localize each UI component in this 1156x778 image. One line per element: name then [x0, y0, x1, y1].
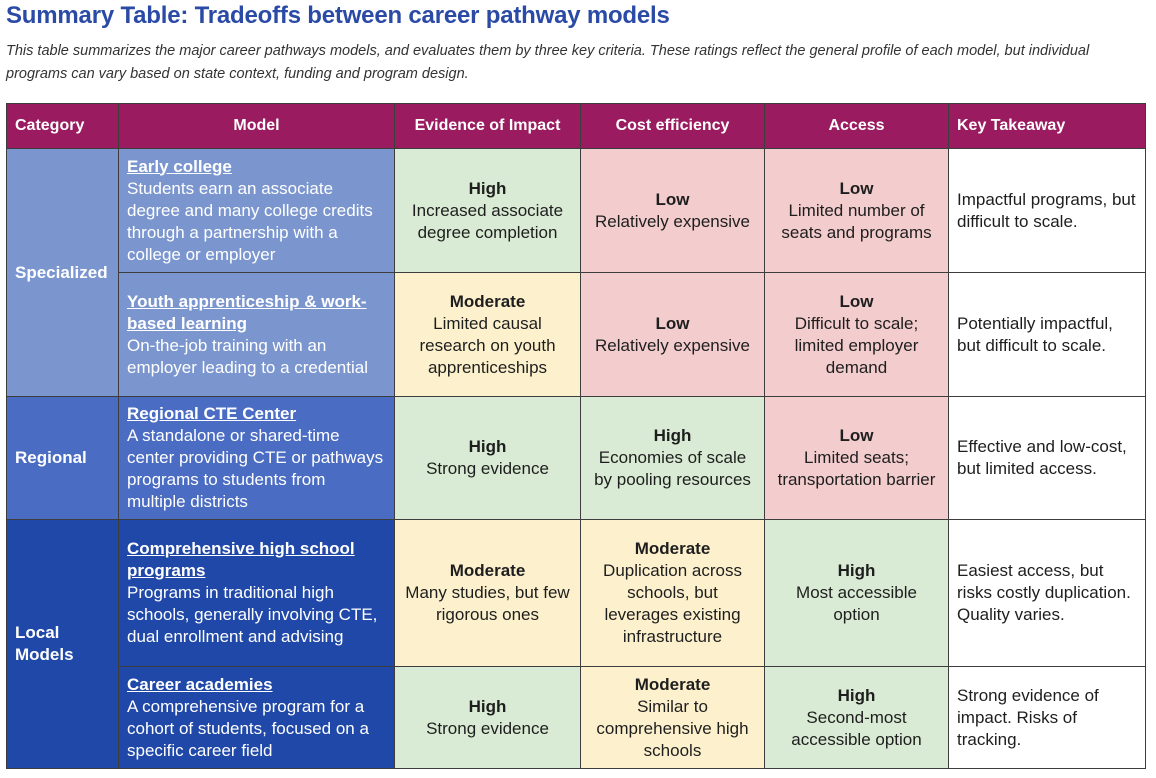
rating-level: Low [655, 313, 690, 333]
summary-table: Category Model Evidence of Impact Cost e… [6, 103, 1146, 769]
table-header-row: Category Model Evidence of Impact Cost e… [6, 103, 1146, 149]
rating-note: Many studies, but few rigorous ones [405, 583, 570, 624]
model-cell: Career academies A comprehensive program… [118, 666, 395, 769]
rating-note: Relatively expensive [595, 335, 750, 355]
impact-cell: Moderate Limited causal research on yout… [394, 272, 581, 397]
cost-cell: Low Relatively expensive [580, 272, 765, 397]
category-local-models: Local Models [6, 519, 119, 769]
rating-level: Low [839, 178, 874, 198]
model-link-early-college[interactable]: Early college [127, 156, 232, 176]
rating-level: Moderate [449, 291, 526, 311]
rating-note: Strong evidence [426, 718, 549, 738]
access-cell: High Most accessible option [764, 519, 949, 667]
takeaway-cell: Effective and low-cost, but limited acce… [948, 396, 1146, 520]
rating-note: Most accessible option [796, 583, 917, 624]
impact-cell: High Increased associate degree completi… [394, 148, 581, 273]
cost-cell: Moderate Similar to comprehensive high s… [580, 666, 765, 769]
takeaway-cell: Impactful programs, but difficult to sca… [948, 148, 1146, 273]
access-cell: Low Difficult to scale; limited employer… [764, 272, 949, 397]
rating-level: High [837, 685, 876, 705]
rating-note: Second-most accessible option [791, 707, 922, 749]
rating-note: Strong evidence [426, 459, 549, 478]
rating-level: Low [839, 291, 874, 311]
rating-note: Similar to comprehensive high schools [596, 696, 749, 760]
table-row: Regional Regional CTE Center A standalon… [6, 396, 1146, 520]
page-subtitle: This table summarizes the major career p… [6, 43, 1090, 82]
rating-level: High [468, 437, 507, 456]
rating-note: Limited causal research on youth apprent… [419, 313, 556, 377]
model-cell: Comprehensive high school programs Progr… [118, 519, 395, 667]
table-row: Youth apprenticeship & work-based learni… [7, 272, 1146, 397]
model-link-comprehensive-high-school[interactable]: Comprehensive high school programs [127, 539, 355, 580]
takeaway-cell: Potentially impactful, but difficult to … [948, 272, 1146, 397]
table-row: Career academies A comprehensive program… [7, 666, 1146, 769]
category-specialized: Specialized [6, 148, 119, 397]
impact-cell: High Strong evidence [394, 396, 581, 520]
model-cell: Regional CTE Center A standalone or shar… [118, 396, 395, 520]
model-cell: Youth apprenticeship & work-based learni… [118, 272, 395, 397]
header-takeaway: Key Takeaway [948, 103, 1146, 149]
rating-level: Low [839, 426, 874, 445]
model-description: Students earn an associate degree and ma… [127, 178, 373, 264]
access-cell: Low Limited number of seats and programs [764, 148, 949, 273]
rating-level: High [653, 426, 692, 445]
table-row: Specialized Early college Students earn … [6, 148, 1146, 397]
rating-level: Moderate [634, 674, 711, 694]
takeaway-cell: Easiest access, but risks costly duplica… [948, 519, 1146, 667]
rating-note: Limited seats; transportation barrier [777, 448, 936, 489]
impact-cell: Moderate Many studies, but few rigorous … [394, 519, 581, 667]
impact-cell: High Strong evidence [394, 666, 581, 769]
takeaway-cell: Strong evidence of impact. Risks of trac… [948, 666, 1146, 769]
model-link-career-academies[interactable]: Career academies [127, 674, 273, 694]
rating-level: High [837, 561, 876, 580]
model-description: A standalone or shared-time center provi… [127, 426, 384, 511]
model-description: On-the-job training with an employer lea… [127, 335, 368, 377]
header-model: Model [118, 103, 395, 149]
cost-cell: Low Relatively expensive [580, 148, 765, 273]
rating-level: Moderate [449, 561, 526, 580]
rating-note: Relatively expensive [595, 211, 750, 231]
rating-level: High [468, 696, 507, 716]
header-cost: Cost efficiency [580, 103, 765, 149]
model-link-youth-apprenticeship[interactable]: Youth apprenticeship & work-based learni… [127, 291, 367, 333]
access-cell: Low Limited seats; transportation barrie… [764, 396, 949, 520]
model-cell: Early college Students earn an associate… [118, 148, 395, 273]
model-description: Programs in traditional high schools, ge… [127, 583, 378, 646]
model-description: A comprehensive program for a cohort of … [127, 696, 369, 760]
rating-note: Difficult to scale; limited employer dem… [794, 313, 919, 377]
rating-note: Duplication across schools, but leverage… [603, 561, 742, 646]
rating-note: Increased associate degree completion [411, 200, 564, 242]
table-row: Local Models Comprehensive high school p… [6, 519, 1146, 769]
category-regional: Regional [6, 396, 119, 520]
header-access: Access [764, 103, 949, 149]
cost-cell: High Economies of scale by pooling resou… [580, 396, 765, 520]
model-link-regional-cte-center[interactable]: Regional CTE Center [127, 404, 297, 423]
rating-level: High [468, 178, 507, 198]
rating-level: Moderate [634, 539, 711, 558]
header-category: Category [6, 103, 119, 149]
rating-note: Limited number of seats and programs [781, 200, 932, 242]
access-cell: High Second-most accessible option [764, 666, 949, 769]
rating-level: Low [655, 189, 690, 209]
rating-note: Economies of scale by pooling resources [594, 448, 751, 489]
page-title: Summary Table: Tradeoffs between career … [6, 2, 670, 29]
cost-cell: Moderate Duplication across schools, but… [580, 519, 765, 667]
header-impact: Evidence of Impact [394, 103, 581, 149]
